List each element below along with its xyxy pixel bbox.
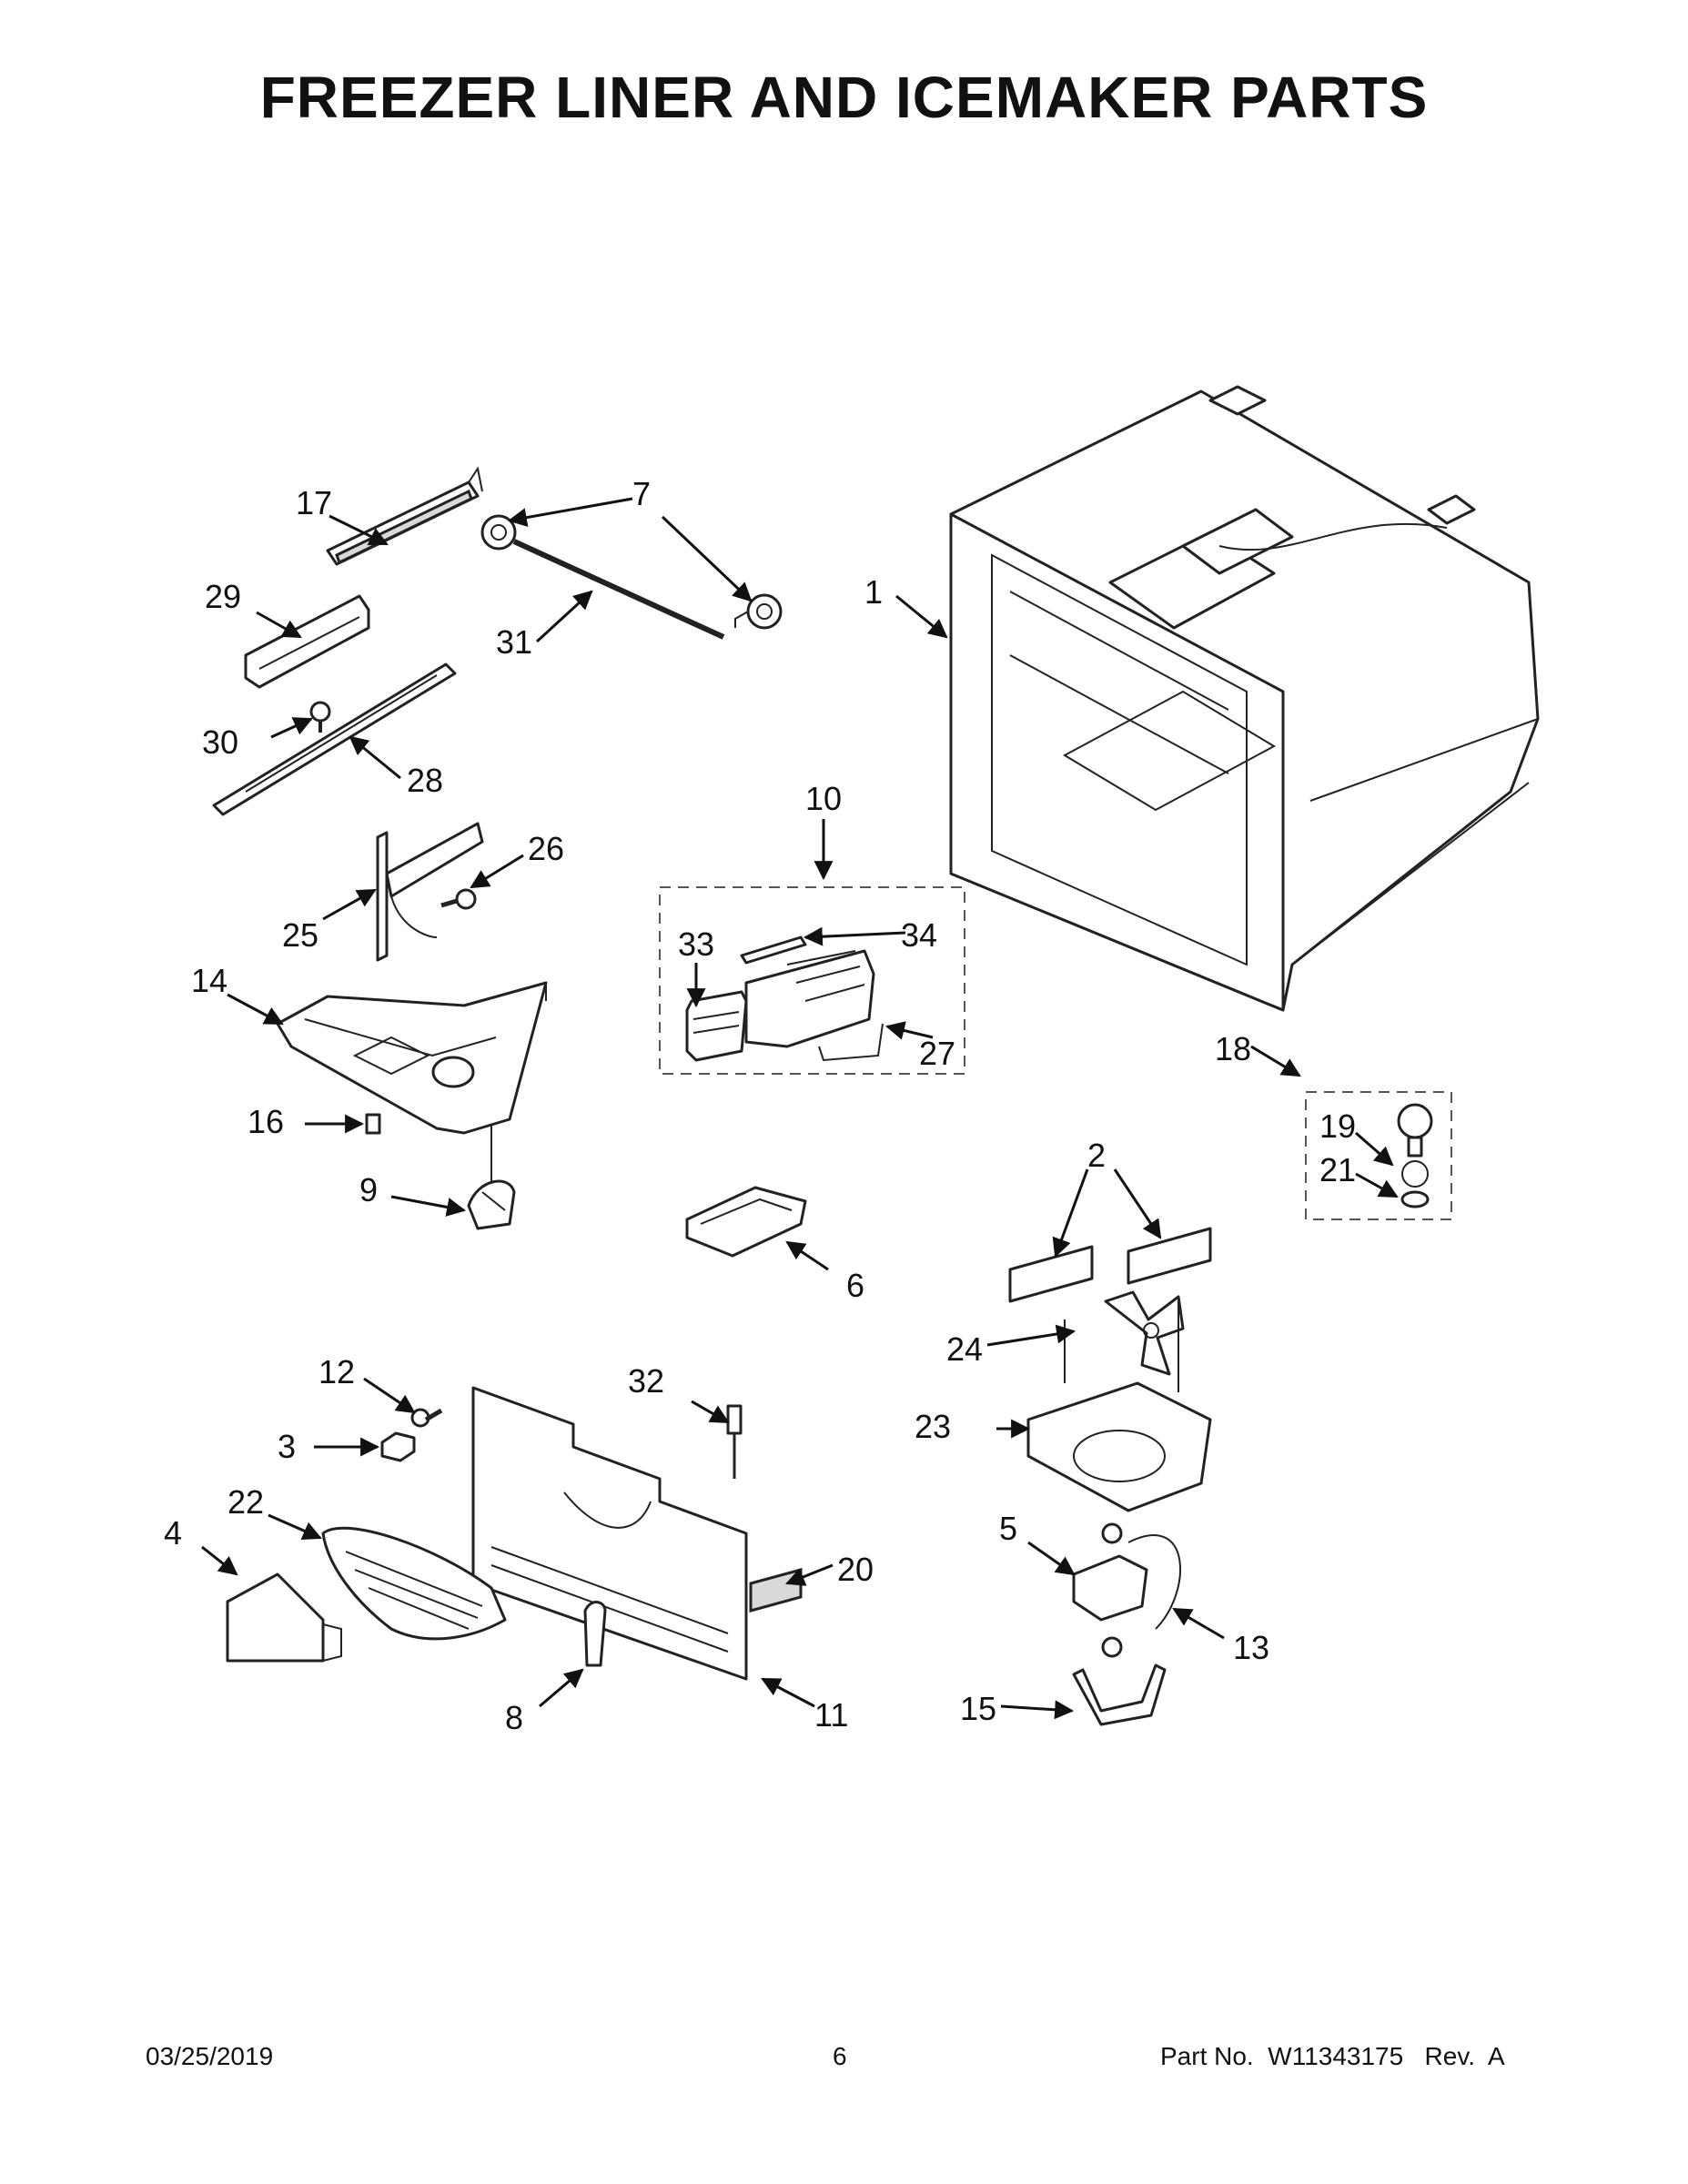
callout-11: 11 [814, 1696, 848, 1734]
bar-34-drawing [740, 935, 807, 965]
callout-10: 10 [805, 780, 842, 817]
callout-12: 12 [318, 1353, 355, 1390]
callout-7: 7 [632, 475, 651, 512]
switch-16-drawing [365, 1113, 381, 1135]
callout-4: 4 [164, 1514, 182, 1552]
revision-label: Rev. A [1424, 2042, 1505, 2070]
callout-29: 29 [205, 578, 241, 615]
callout-26: 26 [528, 830, 564, 867]
footer-part-info: Part No. W11343175 Rev. A [1160, 2042, 1505, 2071]
fan-24-drawing [1104, 1290, 1185, 1376]
bracket-15-drawing [1072, 1663, 1167, 1726]
motor-5-drawing [1072, 1522, 1148, 1658]
callout-19: 19 [1319, 1107, 1356, 1145]
callout-14: 14 [191, 962, 227, 999]
freezer-liner-drawing [949, 385, 1540, 1012]
callout-labels: 1 2 3 4 5 6 7 8 9 10 11 12 13 14 15 16 1… [164, 475, 1356, 1736]
callout-18: 18 [1215, 1030, 1251, 1067]
motor-9-drawing [467, 1179, 516, 1230]
rail-17-drawing [326, 466, 483, 566]
callout-33: 33 [678, 925, 714, 963]
callout-1: 1 [864, 573, 883, 611]
callout-16: 16 [248, 1103, 284, 1140]
icemaker-body-drawing [744, 949, 875, 1048]
wire-27-drawing [818, 1023, 884, 1062]
sensor-32-drawing [726, 1404, 743, 1479]
strip-20-drawing [749, 1568, 803, 1613]
oring-19-drawing [1401, 1160, 1429, 1188]
callout-8: 8 [505, 1699, 523, 1736]
grille-22-drawing [321, 1526, 507, 1641]
callout-27: 27 [919, 1035, 955, 1072]
part-number-label: Part No. [1160, 2042, 1254, 2070]
housing-14-drawing [276, 981, 548, 1183]
footer-page-number: 6 [833, 2042, 847, 2070]
cover-4-drawing [226, 1572, 342, 1663]
fitting-group-18-outline [1305, 1091, 1452, 1220]
callout-28: 28 [407, 762, 443, 799]
sensor-8-drawing [583, 1601, 607, 1667]
callout-15: 15 [960, 1690, 996, 1727]
callout-34: 34 [901, 916, 937, 954]
bracket-25-drawing [376, 822, 484, 962]
part-number-value: W11343175 [1268, 2042, 1404, 2070]
bracket-29-drawing [244, 594, 370, 689]
callout-23: 23 [915, 1408, 951, 1445]
panel-11-drawing [471, 1386, 748, 1681]
callout-32: 32 [628, 1362, 664, 1400]
callout-17: 17 [296, 484, 332, 521]
callout-20: 20 [837, 1551, 874, 1588]
callout-9: 9 [359, 1171, 378, 1208]
gear-7-drawing [480, 514, 783, 630]
callout-22: 22 [227, 1483, 264, 1521]
callout-6: 6 [846, 1267, 864, 1304]
wire-13-drawing [1127, 1534, 1181, 1630]
callout-5: 5 [999, 1510, 1017, 1547]
damper-3-drawing [380, 1431, 416, 1462]
fitting-19-drawing [1397, 1103, 1433, 1158]
housing-23-drawing [1026, 1301, 1212, 1512]
callout-31: 31 [496, 623, 532, 661]
rail-28-drawing [212, 662, 457, 816]
shaft-31-drawing [512, 539, 725, 640]
washer-21-drawing [1400, 1190, 1430, 1208]
bucket-6-drawing [685, 1186, 807, 1258]
callout-24: 24 [946, 1330, 983, 1368]
leader-lines [201, 497, 1399, 1720]
footer-date: 03/25/2019 [146, 2042, 274, 2070]
screw-30-drawing [309, 701, 331, 733]
callout-13: 13 [1233, 1629, 1269, 1666]
icemaker-group-10-outline [659, 886, 965, 1075]
callout-3: 3 [278, 1428, 296, 1465]
screw-12-drawing [410, 1408, 443, 1428]
callout-30: 30 [202, 723, 238, 761]
callout-21: 21 [1319, 1151, 1356, 1188]
callout-2: 2 [1087, 1137, 1106, 1174]
pad-2-drawing [1008, 1227, 1212, 1303]
screw-26-drawing [440, 888, 477, 910]
callout-25: 25 [282, 916, 318, 954]
page-title: FREEZER LINER AND ICEMAKER PARTS [259, 65, 1429, 130]
